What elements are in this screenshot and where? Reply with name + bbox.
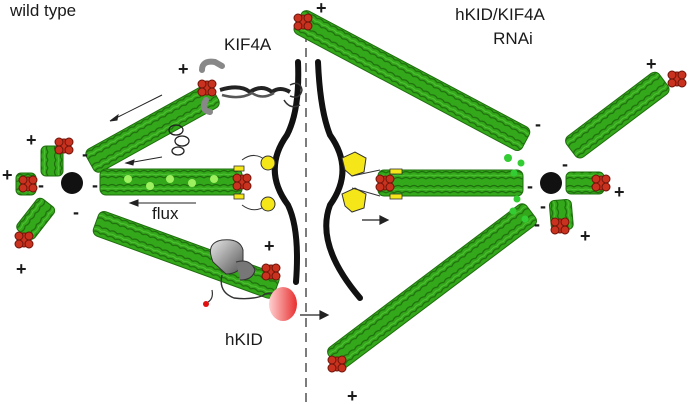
left-chromosome-arm-a	[271, 59, 302, 285]
polarity-signs: + + + + + + + + + + - - - - - - - - -	[2, 0, 657, 404]
minus-sign: -	[527, 176, 533, 196]
plus-sign: +	[316, 0, 327, 18]
minus-sign: -	[534, 214, 540, 234]
kinetochore-icon	[341, 151, 403, 213]
minus-sign: -	[535, 114, 541, 134]
hkid-label: hKID	[225, 330, 263, 349]
direction-arrows	[300, 215, 390, 320]
flux-label: flux	[152, 204, 179, 223]
hkid-motor-icon	[203, 239, 297, 321]
plus-sign: +	[614, 182, 625, 202]
plus-sign: +	[178, 59, 189, 79]
flux-arrows	[109, 94, 196, 207]
minus-sign: -	[82, 144, 88, 164]
microtubule	[92, 210, 280, 299]
plus-sign: +	[347, 386, 358, 404]
microtubule	[565, 71, 670, 159]
minus-sign: -	[38, 175, 44, 195]
kinetochore-icon	[233, 155, 276, 212]
minus-sign: -	[73, 202, 79, 222]
right-chromosome	[315, 59, 363, 301]
minus-sign: -	[92, 175, 98, 195]
left-panel-title: wild type	[9, 1, 76, 20]
plus-sign: +	[264, 236, 275, 256]
microtubule	[327, 203, 537, 370]
left-spindle-pole	[61, 172, 83, 194]
dynein-icon	[168, 124, 190, 156]
plus-end-caps	[14, 13, 687, 373]
kif4a-motor-icon	[199, 58, 303, 115]
right-panel-title-line1: hKID/KIF4A	[455, 5, 545, 24]
minus-sign: -	[540, 196, 546, 216]
right-spindle-pole	[540, 172, 562, 194]
plus-sign: +	[580, 226, 591, 246]
minus-sign: -	[562, 154, 568, 174]
plus-sign: +	[2, 165, 13, 185]
plus-sign: +	[646, 54, 657, 74]
plus-sign: +	[16, 259, 27, 279]
released-speckles	[504, 154, 529, 223]
flux-speckles	[124, 175, 218, 190]
plus-sign: +	[26, 130, 37, 150]
right-panel-title-line2: RNAi	[493, 29, 533, 48]
kif4a-label: KIF4A	[224, 35, 272, 54]
